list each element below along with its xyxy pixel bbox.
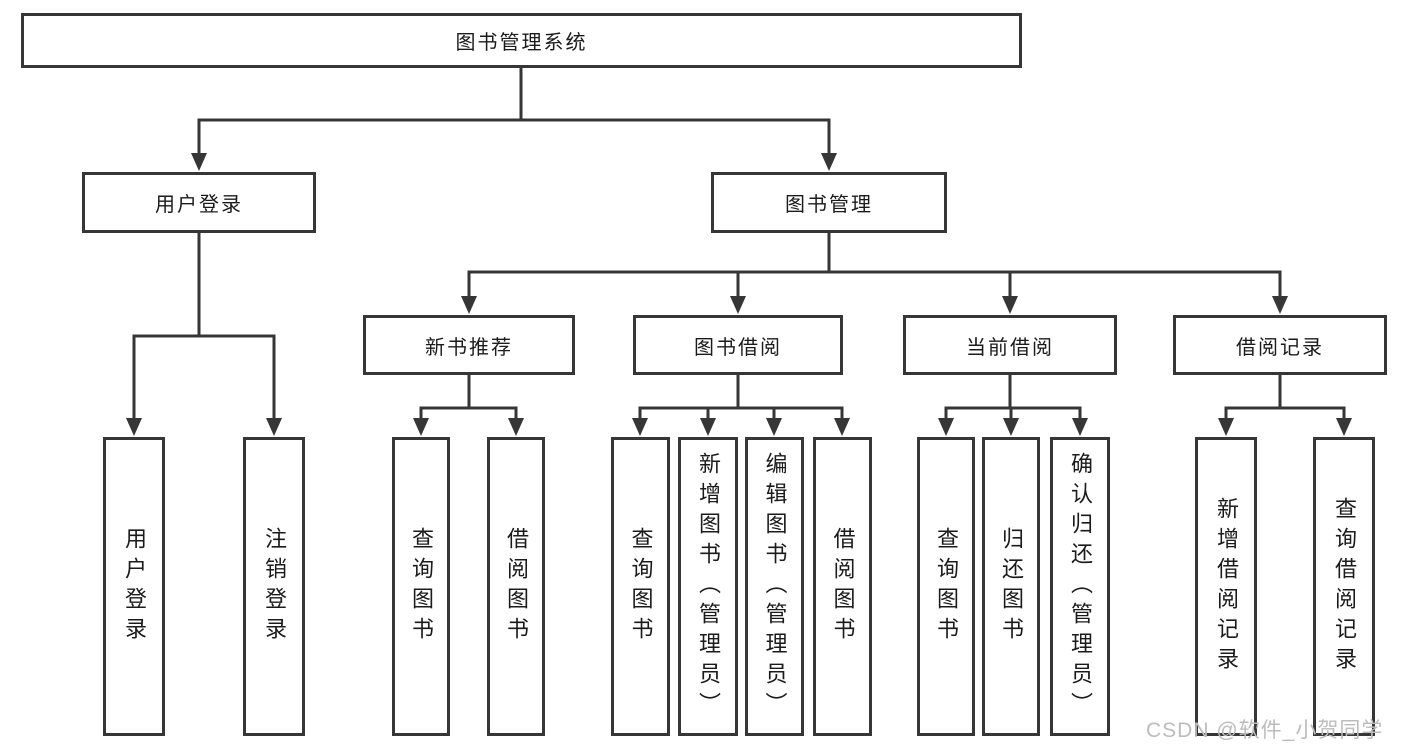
node-current-borrow: 当前借阅	[903, 315, 1117, 375]
leaf-borrow-add-books-admin: 新增图书（管理员）	[678, 437, 738, 736]
node-borrow-records: 借阅记录	[1173, 315, 1387, 375]
leaf-logout: 注销登录	[243, 437, 305, 736]
leaf-current-query-books: 查询图书	[917, 437, 975, 736]
node-book-management: 图书管理	[711, 172, 947, 233]
leaf-borrow-query-books: 查询图书	[611, 437, 670, 736]
leaf-current-return-books: 归还图书	[982, 437, 1040, 736]
leaf-recommend-query-books: 查询图书	[392, 437, 450, 736]
csdn-watermark: CSDN @软件_小贺同学	[1146, 719, 1384, 742]
connector-new-book-recommend-to-leaves	[413, 375, 524, 436]
node-book-borrow: 图书借阅	[633, 315, 843, 375]
leaf-recommend-borrow-books: 借阅图书	[487, 437, 545, 736]
node-user-login-branch: 用户登录	[82, 172, 316, 233]
node-root-library-system: 图书管理系统	[21, 13, 1022, 68]
connector-user-login-to-leaves	[126, 233, 282, 436]
leaf-records-query-record: 查询借阅记录	[1313, 437, 1375, 736]
node-new-book-recommend: 新书推荐	[363, 315, 575, 375]
leaf-borrow-edit-books-admin: 编辑图书（管理员）	[745, 437, 804, 736]
connector-current-borrow-to-leaves	[938, 375, 1088, 436]
leaf-borrow-borrow-books: 借阅图书	[813, 437, 872, 736]
leaf-current-confirm-return-admin: 确认归还（管理员）	[1050, 437, 1110, 736]
leaf-records-add-record: 新增借阅记录	[1195, 437, 1257, 736]
connector-book-management-to-groups	[461, 233, 1288, 314]
connector-borrow-records-to-leaves	[1218, 375, 1352, 436]
leaf-user-login: 用户登录	[103, 437, 165, 736]
connector-root-to-level2	[191, 66, 837, 171]
connector-book-borrow-to-leaves	[632, 375, 850, 436]
